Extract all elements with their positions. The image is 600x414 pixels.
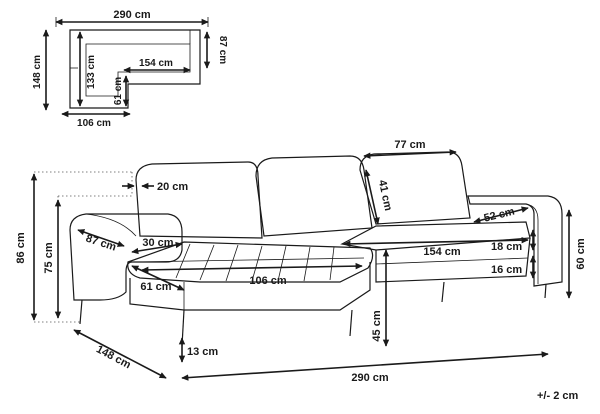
label-61-chaise: 61 cm [140,281,171,293]
dim-line-106-chaise [141,262,363,274]
label-16: 16 cm [491,264,522,276]
main-seat-cushion [340,221,531,251]
back-cushion-middle [255,155,373,237]
label-77: 77 cm [394,139,425,151]
label-75: 75 cm [43,242,55,273]
dim-line-52 [473,206,529,224]
label-30: 30 cm [142,237,173,249]
label-41: 41 cm [376,179,394,212]
dim-line-61-chaise [131,265,185,291]
helper-lines [34,171,387,348]
dim-line-87-arm [77,229,125,247]
chaise-cushion [127,241,374,283]
label-18: 18 cm [491,241,522,253]
leg-right-end [544,283,547,299]
label-20: 20 cm [157,181,188,193]
dim-line-77 [363,149,457,159]
label-148-top: 148 cm [32,55,43,89]
label-148-front: 148 cm [94,343,133,371]
dim-line-148-front [73,329,167,379]
back-cushion-right [359,151,471,225]
label-86: 86 cm [15,232,27,263]
main-seat-base [375,237,531,283]
label-106-chaise: 106 cm [249,275,287,287]
label-154-top: 154 cm [139,58,173,69]
label-154-seat: 154 cm [423,246,461,258]
top-view-diagram: 290 cm 87 cm 148 cm 133 cm 154 cm 61 cm … [32,9,228,129]
label-13: 13 cm [187,346,218,358]
leg-back-right [441,281,445,303]
back-cushion-left [135,161,263,239]
label-290-front: 290 cm [351,372,389,384]
dim-line-290-front [181,351,549,381]
sofa-perspective-drawing [69,151,563,347]
chaise-base [129,262,371,311]
label-87: 87 cm [217,36,228,64]
label-290-top: 290 cm [113,9,151,21]
label-133: 133 cm [86,55,97,89]
left-armrest [69,213,183,301]
label-61-top: 61 cm [113,77,124,105]
leg-front-left [79,299,83,325]
label-45: 45 cm [371,310,383,341]
front-view-dimensions: 77 cm 41 cm 20 cm 86 cm 75 cm 87 cm 30 c… [15,139,587,384]
tolerance-note: +/- 2 cm [537,390,579,402]
dim-line-30 [131,241,183,255]
label-106-top: 106 cm [77,118,111,129]
label-60: 60 cm [575,238,587,269]
leg-front-right [349,309,353,337]
dim-line-41 [364,169,380,225]
dim-line-154-seat [343,236,529,248]
label-87-arm: 87 cm [84,233,118,254]
